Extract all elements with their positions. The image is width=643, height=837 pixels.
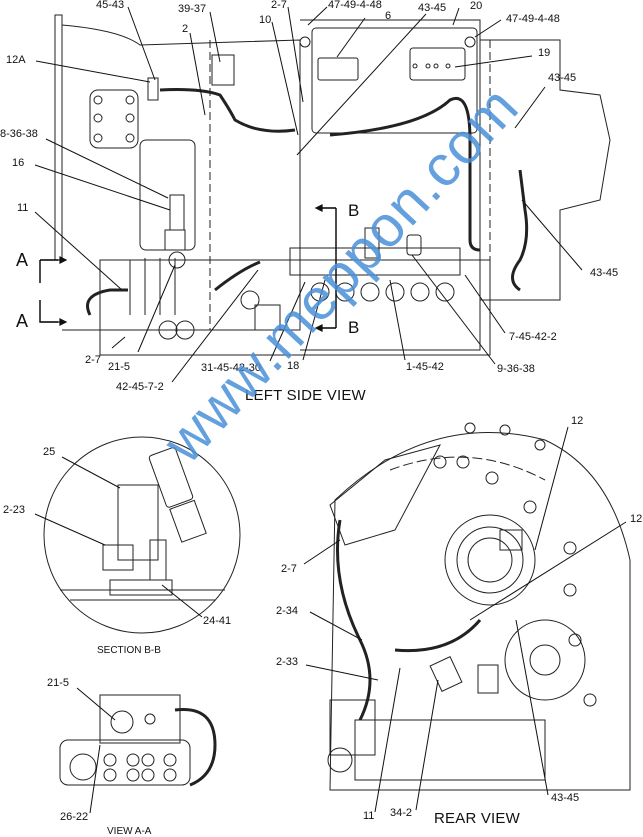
callout-7-45-42-2: 7-45-42-2 — [509, 331, 557, 343]
callout-21-5-aa: 21-5 — [47, 677, 70, 689]
section-marker-b-top: B — [348, 201, 360, 220]
rear-view-drawing — [327, 422, 631, 791]
callout-2-23: 2-23 — [3, 504, 26, 516]
callout-2-7-rear: 2-7 — [281, 563, 297, 575]
callout-18: 18 — [287, 360, 300, 372]
callout-43-45-right-lower: 43-45 — [590, 267, 619, 279]
callout-1-45-42: 1-45-42 — [406, 361, 444, 373]
callout-6: 6 — [385, 10, 392, 22]
callout-39-37: 39-37 — [178, 3, 207, 15]
callout-2: 2 — [182, 23, 189, 35]
callout-43-45-rear: 43-45 — [551, 792, 580, 804]
view-aa-drawing — [59, 694, 217, 787]
callout-8-36-38: 8-36-38 — [0, 128, 38, 140]
callout-10: 10 — [259, 14, 272, 26]
section-bb-drawing — [43, 436, 241, 634]
callout-16: 16 — [12, 157, 25, 169]
callout-11: 11 — [17, 202, 29, 214]
callout-12-upper: 12 — [571, 415, 584, 427]
rear-view-title: REAR VIEW — [434, 810, 520, 827]
section-marker-a-bottom: A — [16, 311, 29, 331]
callout-43-45-right-upper: 43-45 — [548, 72, 577, 84]
callout-11-rear: 11 — [363, 810, 375, 822]
left-side-view-title: LEFT SIDE VIEW — [245, 387, 366, 404]
callout-26-22: 26-22 — [60, 811, 89, 823]
callout-2-7-left: 2-7 — [85, 354, 101, 366]
section-marker-a-top: A — [16, 250, 29, 270]
callout-12-lower: 12 — [630, 513, 643, 525]
callout-43-45-top: 43-45 — [418, 2, 447, 14]
callout-45-43: 45-43 — [96, 0, 125, 11]
callout-25: 25 — [43, 446, 56, 458]
callout-12a: 12A — [6, 54, 26, 66]
section-arrows — [40, 204, 336, 332]
callout-34-2: 34-2 — [390, 807, 413, 819]
section-bb-title: SECTION B-B — [97, 645, 161, 656]
callout-2-34: 2-34 — [276, 605, 299, 617]
callout-24-41: 24-41 — [203, 615, 232, 627]
section-marker-b-bottom: B — [348, 318, 360, 337]
leader-lines — [34, 6, 627, 814]
callout-19: 19 — [538, 47, 551, 59]
callout-9-36-38: 9-36-38 — [497, 363, 535, 375]
callout-31-45-42-30: 31-45-42-30 — [201, 362, 261, 374]
callout-47-49-4-48-a: 47-49-4-48 — [328, 0, 382, 11]
callout-20: 20 — [470, 0, 483, 12]
left-side-view-drawing — [39, 14, 611, 356]
callout-2-33: 2-33 — [276, 656, 299, 668]
callout-42-45-7-2: 42-45-7-2 — [116, 381, 164, 393]
callout-21-5: 21-5 — [108, 361, 131, 373]
view-aa-title: VIEW A-A — [107, 826, 152, 837]
callout-47-49-4-48-b: 47-49-4-48 — [506, 13, 560, 25]
callout-2-7-top: 2-7 — [271, 0, 287, 11]
